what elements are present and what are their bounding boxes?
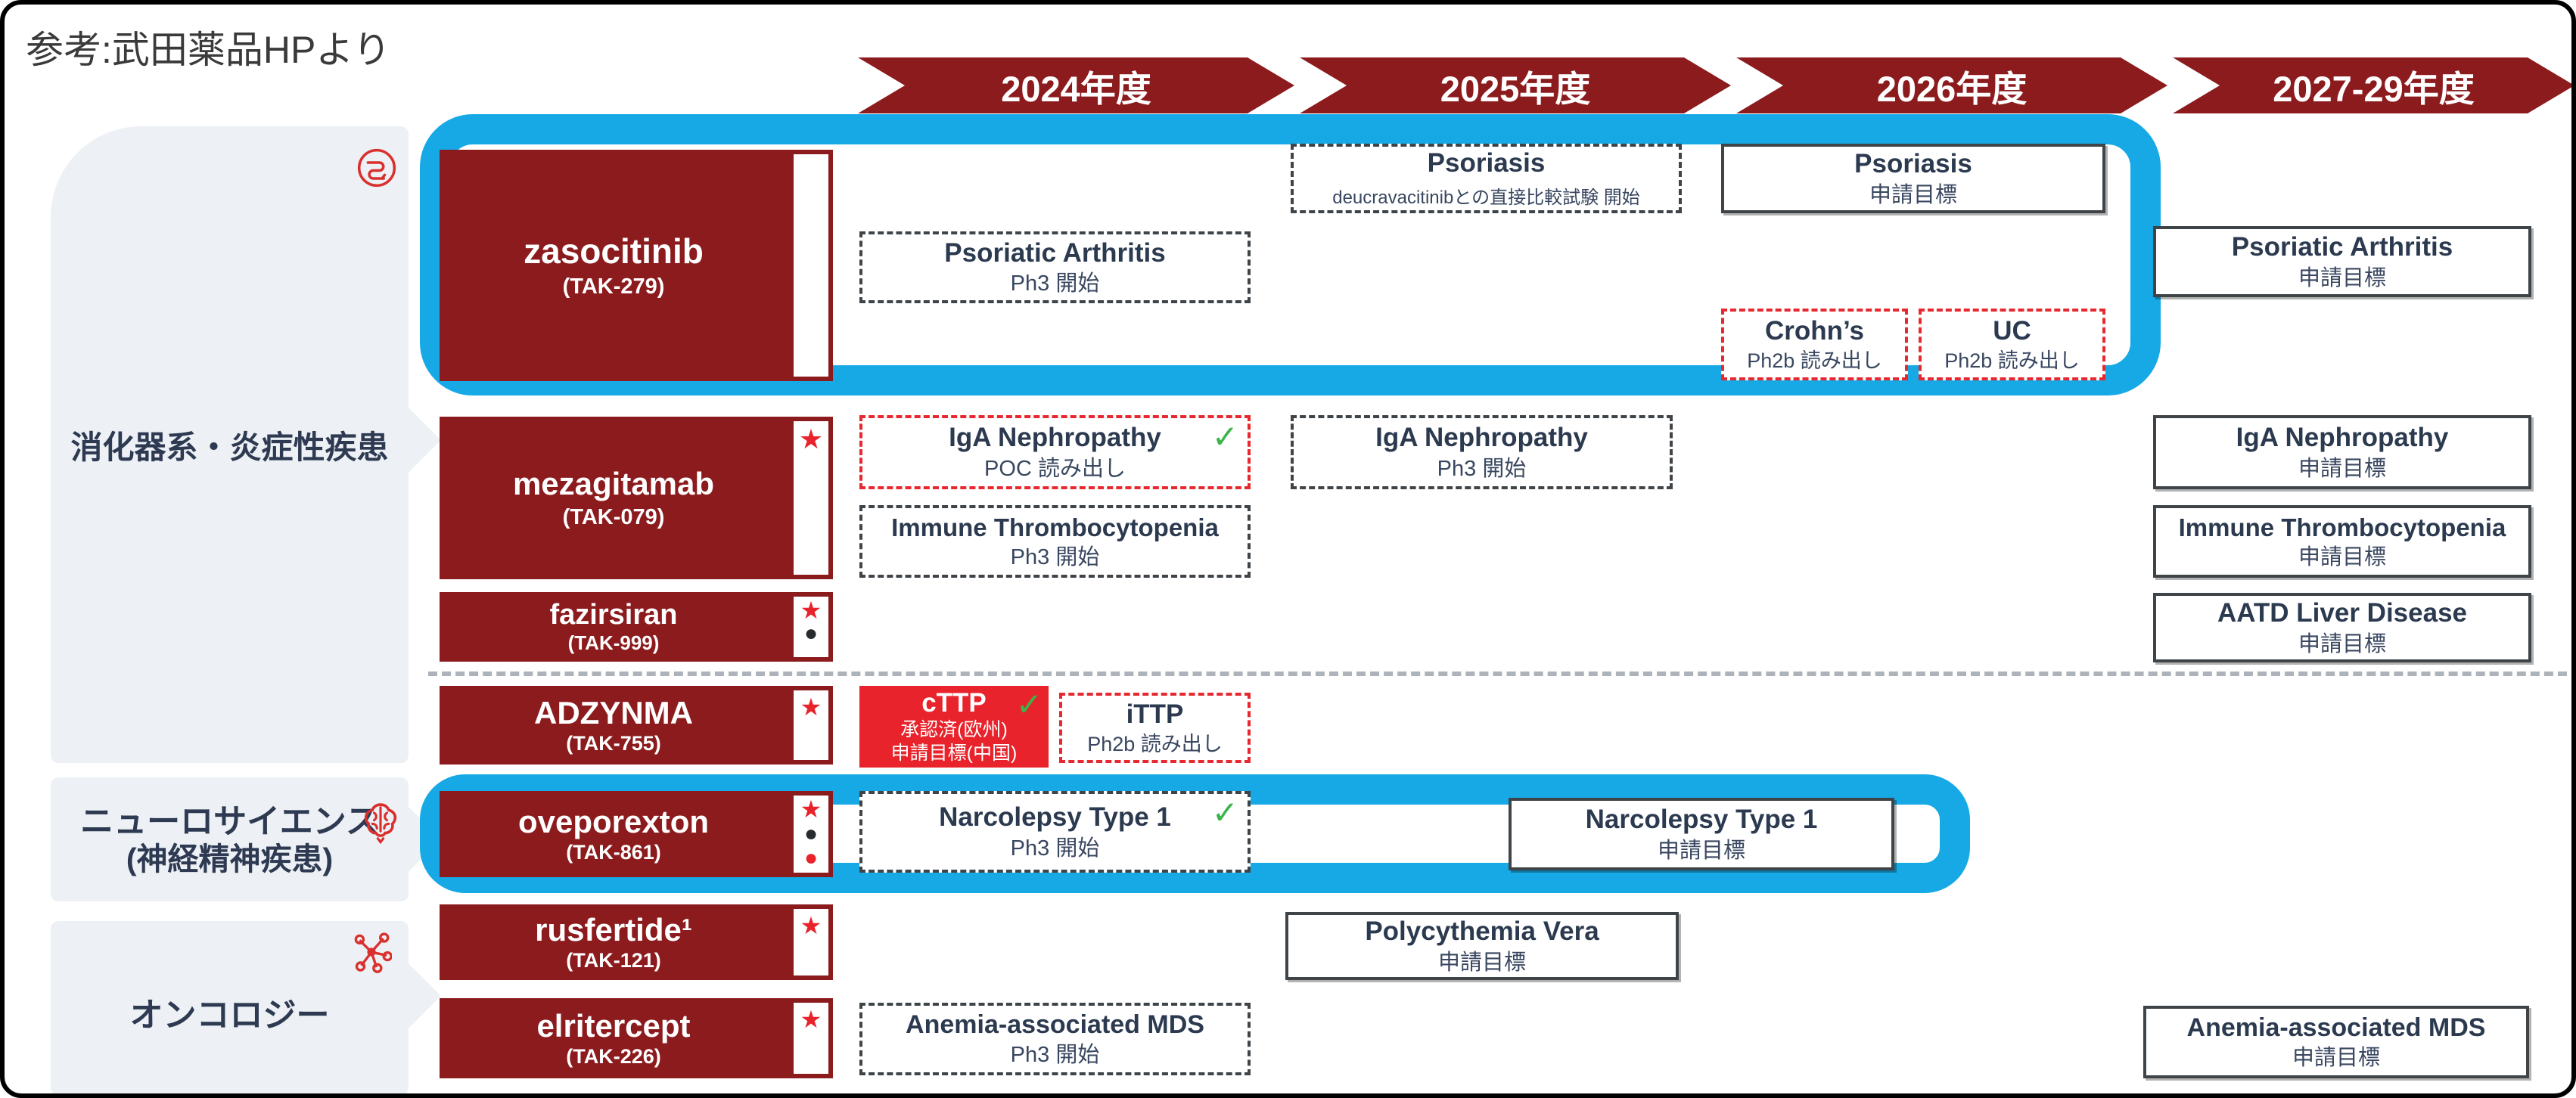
- drug-rusfertide: rusfertide¹ (TAK-121) ★: [440, 904, 833, 980]
- category-neuro-shape: [51, 777, 441, 901]
- drug-elritercept: elritercept (TAK-226) ★: [440, 998, 833, 1078]
- milestone-narcolepsy-ph3: ✓ Narcolepsy Type 1 Ph3 開始: [859, 791, 1251, 873]
- category-neuro-label-line1: ニューロサイエンス: [80, 803, 379, 840]
- category-gi-label: 消化器系・炎症性疾患: [70, 430, 389, 465]
- milestone-anemia-mds-ph3: Anemia-associated MDS Ph3 開始: [859, 1003, 1251, 1075]
- milestone-crohns-ph2b: Crohn’s Ph2b 読み出し: [1721, 309, 1908, 380]
- section-separator: [428, 672, 2571, 676]
- milestone-ittp-ph2b: iTTP Ph2b 読み出し: [1059, 693, 1251, 763]
- milestone-polycythemia-vera-filing: Polycythemia Vera 申請目標: [1285, 912, 1679, 980]
- page-title: 参考:武田薬品HPより: [26, 29, 391, 71]
- drug-zasocitinib: zasocitinib (TAK-279): [440, 150, 833, 381]
- milestone-immune-thrombocytopenia-filing: Immune Thrombocytopenia 申請目標: [2153, 505, 2531, 578]
- star-icon: ★: [800, 1006, 822, 1033]
- marker-strip: ★: [794, 690, 828, 760]
- milestone-aatd-liver-disease-filing: AATD Liver Disease 申請目標: [2153, 593, 2531, 662]
- marker-strip: ★ ● ●: [794, 796, 828, 873]
- black-dot-icon: ●: [803, 821, 819, 846]
- black-dot-icon: ●: [803, 621, 819, 646]
- marker-strip: ★: [794, 909, 828, 975]
- drug-mezagitamab: mezagitamab (TAK-079) ★: [440, 417, 833, 579]
- marker-strip: ★ ●: [794, 597, 828, 657]
- drug-oveporexton: oveporexton (TAK-861) ★ ● ●: [440, 791, 833, 877]
- category-neuro-label-line2: (神経精神疾患): [126, 842, 334, 876]
- drug-adzynma: ADZYNMA (TAK-755) ★: [440, 686, 833, 765]
- star-icon: ★: [800, 693, 822, 721]
- marker-strip: ★: [794, 1003, 828, 1074]
- category-onco-label: オンコロジー: [129, 997, 330, 1034]
- check-icon: ✓: [1015, 687, 1043, 722]
- milestone-cttp-approved: ✓ cTTP 承認済(欧州) 申請目標(中国): [859, 686, 1049, 768]
- star-icon: ★: [800, 597, 822, 624]
- year-header-2026: 2026年度: [1736, 57, 2167, 113]
- milestone-iga-nephropathy-filing: IgA Nephropathy 申請目標: [2153, 415, 2531, 489]
- check-icon: ✓: [1211, 795, 1238, 830]
- milestone-anemia-mds-filing: Anemia-associated MDS 申請目標: [2143, 1006, 2529, 1078]
- category-onco-shape: [51, 921, 441, 1093]
- milestone-psoriasis-filing: Psoriasis 申請目標: [1721, 144, 2105, 213]
- red-dot-icon: ●: [803, 845, 819, 870]
- milestone-iga-nephropathy-poc: ✓ IgA Nephropathy POC 読み出し: [859, 415, 1251, 489]
- drug-fazirsiran: fazirsiran (TAK-999) ★ ●: [440, 592, 833, 662]
- category-gi-shape: [51, 126, 441, 763]
- milestone-iga-nephropathy-ph3: IgA Nephropathy Ph3 開始: [1291, 415, 1673, 489]
- year-header-2025: 2025年度: [1300, 57, 1731, 113]
- star-icon: ★: [800, 912, 822, 939]
- intestine-icon: [356, 147, 398, 193]
- molecule-icon: [351, 930, 393, 978]
- milestone-immune-thrombocytopenia-ph3: Immune Thrombocytopenia Ph3 開始: [859, 505, 1251, 578]
- marker-strip: [794, 154, 828, 377]
- milestone-psoriasis-h2h: Psoriasis deucravacitinibとの直接比較試験 開始: [1291, 144, 1682, 213]
- star-icon: ★: [798, 423, 824, 454]
- year-header-2027-29: 2027-29年度: [2173, 57, 2574, 113]
- star-icon: ★: [800, 796, 822, 823]
- milestone-psoriatic-arthritis-filing: Psoriatic Arthritis 申請目標: [2153, 226, 2531, 297]
- marker-strip: ★: [794, 421, 828, 575]
- milestone-narcolepsy-filing: Narcolepsy Type 1 申請目標: [1509, 798, 1894, 870]
- milestone-uc-ph2b: UC Ph2b 読み出し: [1919, 309, 2105, 380]
- brain-icon: [359, 800, 402, 848]
- year-header-2024: 2024年度: [858, 57, 1294, 113]
- milestone-psoriatic-arthritis-ph3: Psoriatic Arthritis Ph3 開始: [859, 231, 1251, 303]
- check-icon: ✓: [1211, 419, 1238, 454]
